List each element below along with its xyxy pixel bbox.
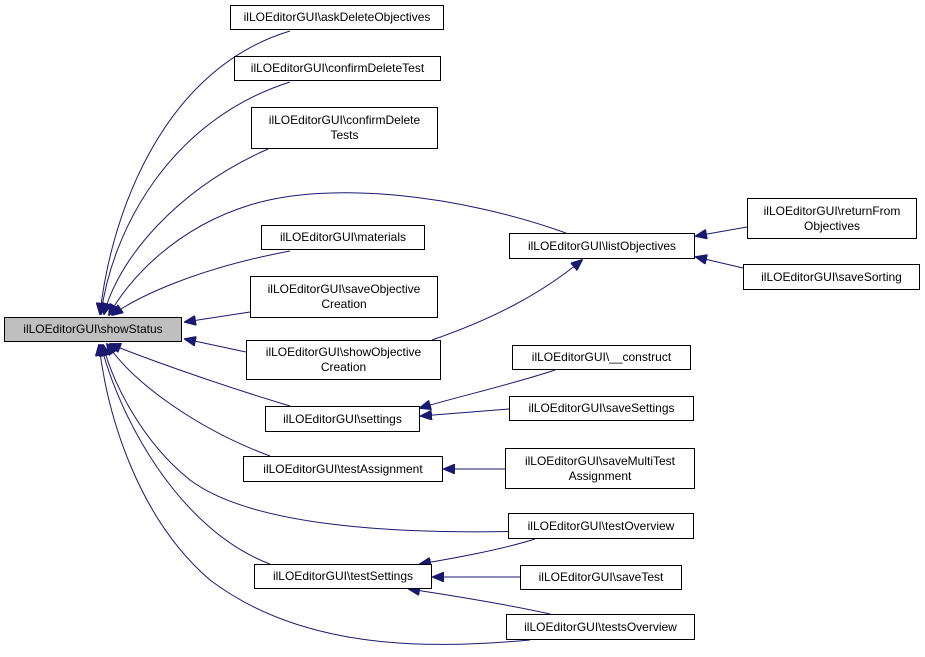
edge-settings-to-showStatus: [110, 344, 291, 407]
node-label: ilLOEditorGUI\testAssignment: [263, 461, 423, 476]
node-label: ilLOEditorGUI\__construct: [531, 350, 672, 364]
node-showStatus: ilLOEditorGUI\showStatus: [4, 317, 182, 342]
edge-saveSorting-to-listObjectives: [696, 257, 744, 269]
node-label-line-2: Objectives: [803, 218, 861, 233]
node-label: ilLOEditorGUI\testsOverview: [524, 619, 677, 634]
node-saveObjectiveCreation[interactable]: ilLOEditorGUI\saveObjective Creation: [250, 276, 438, 318]
node-label: ilLOEditorGUI\showStatus: [23, 322, 163, 336]
node-label: ilLOEditorGUI\askDeleteObjectives: [243, 10, 431, 24]
edge-construct-to-settings: [420, 369, 556, 408]
node-label: ilLOEditorGUI\testOverview: [527, 518, 675, 533]
edge-testOverview-to-showStatus: [103, 345, 531, 533]
node-confirmDeleteTest[interactable]: ilLOEditorGUI\confirmDeleteTest: [234, 56, 441, 81]
edge-returnFromObjectives-to-listObjectives: [696, 226, 748, 236]
edge-materials-to-showStatus: [112, 250, 291, 315]
node-label: ilLOEditorGUI\saveSorting: [761, 269, 902, 284]
node-label: ilLOEditorGUI\saveSettings: [528, 401, 675, 415]
node-label-line-1: ilLOEditorGUI\saveMultiTest: [524, 453, 676, 468]
node-materials[interactable]: ilLOEditorGUI\materials: [261, 225, 425, 250]
node-label-line-1: ilLOEditorGUI\showObjective: [265, 345, 422, 359]
node-label: ilLOEditorGUI\materials: [279, 230, 407, 244]
node-listObjectives[interactable]: ilLOEditorGUI\listObjectives: [509, 233, 695, 259]
node-showObjectiveCreation[interactable]: ilLOEditorGUI\showObjective Creation: [246, 340, 441, 380]
node-testOverview[interactable]: ilLOEditorGUI\testOverview: [508, 513, 694, 539]
node-label: ilLOEditorGUI\settings: [283, 411, 402, 426]
edge-confirmDeleteTests-to-showStatus: [104, 148, 269, 314]
node-settings[interactable]: ilLOEditorGUI\settings: [265, 406, 420, 432]
edge-askDeleteObjectives-to-showStatus: [100, 30, 291, 314]
node-label: ilLOEditorGUI\confirmDeleteTest: [250, 61, 425, 75]
edge-testSettings-to-showStatus: [101, 345, 271, 565]
node-label-line-1: ilLOEditorGUI\returnFrom: [763, 203, 901, 218]
node-label: ilLOEditorGUI\testSettings: [272, 569, 414, 583]
edge-testOverview-to-testSettings: [420, 538, 536, 564]
node-saveSettings[interactable]: ilLOEditorGUI\saveSettings: [509, 396, 694, 421]
node-label-line-2: Creation: [321, 297, 367, 311]
edge-listObjectives-to-showStatus: [109, 192, 567, 315]
edge-testsOverview-to-showStatus: [99, 345, 531, 645]
node-label-line-2: Creation: [320, 360, 367, 374]
node-label: ilLOEditorGUI\saveTest: [538, 570, 664, 584]
node-saveTest[interactable]: ilLOEditorGUI\saveTest: [520, 565, 682, 590]
node-saveSorting[interactable]: ilLOEditorGUI\saveSorting: [743, 264, 920, 290]
node-saveMultiTestAssignment[interactable]: ilLOEditorGUI\saveMultiTest Assignment: [505, 448, 695, 489]
node-label-line-2: Assignment: [568, 468, 632, 483]
node-returnFromObjectives[interactable]: ilLOEditorGUI\returnFrom Objectives: [747, 198, 917, 239]
edge-testAssignment-to-showStatus: [107, 344, 271, 457]
node-label-line-2: Tests: [330, 128, 359, 142]
edge-saveSettings-to-settings: [421, 408, 510, 416]
edge-showObjectiveCreation-to-listObjectives: [431, 260, 582, 341]
node-askDeleteObjectives[interactable]: ilLOEditorGUI\askDeleteObjectives: [230, 5, 444, 30]
edge-showObjectiveCreation-to-showStatus: [185, 339, 247, 353]
node-construct[interactable]: ilLOEditorGUI\__construct: [512, 345, 691, 370]
node-testAssignment[interactable]: ilLOEditorGUI\testAssignment: [243, 456, 443, 482]
edge-saveObjectiveCreation-to-showStatus: [185, 311, 251, 322]
node-testSettings[interactable]: ilLOEditorGUI\testSettings: [254, 564, 432, 589]
node-label: ilLOEditorGUI\listObjectives: [527, 238, 677, 253]
node-label-line-1: ilLOEditorGUI\saveObjective: [267, 282, 421, 296]
edges-layer: [99, 30, 748, 645]
edge-confirmDeleteTest-to-showStatus: [101, 81, 291, 314]
node-confirmDeleteTests[interactable]: ilLOEditorGUI\confirmDelete Tests: [251, 107, 438, 149]
edge-testsOverview-to-testSettings: [409, 589, 551, 615]
node-label-line-1: ilLOEditorGUI\confirmDelete: [268, 113, 421, 127]
node-testsOverview[interactable]: ilLOEditorGUI\testsOverview: [506, 614, 695, 640]
